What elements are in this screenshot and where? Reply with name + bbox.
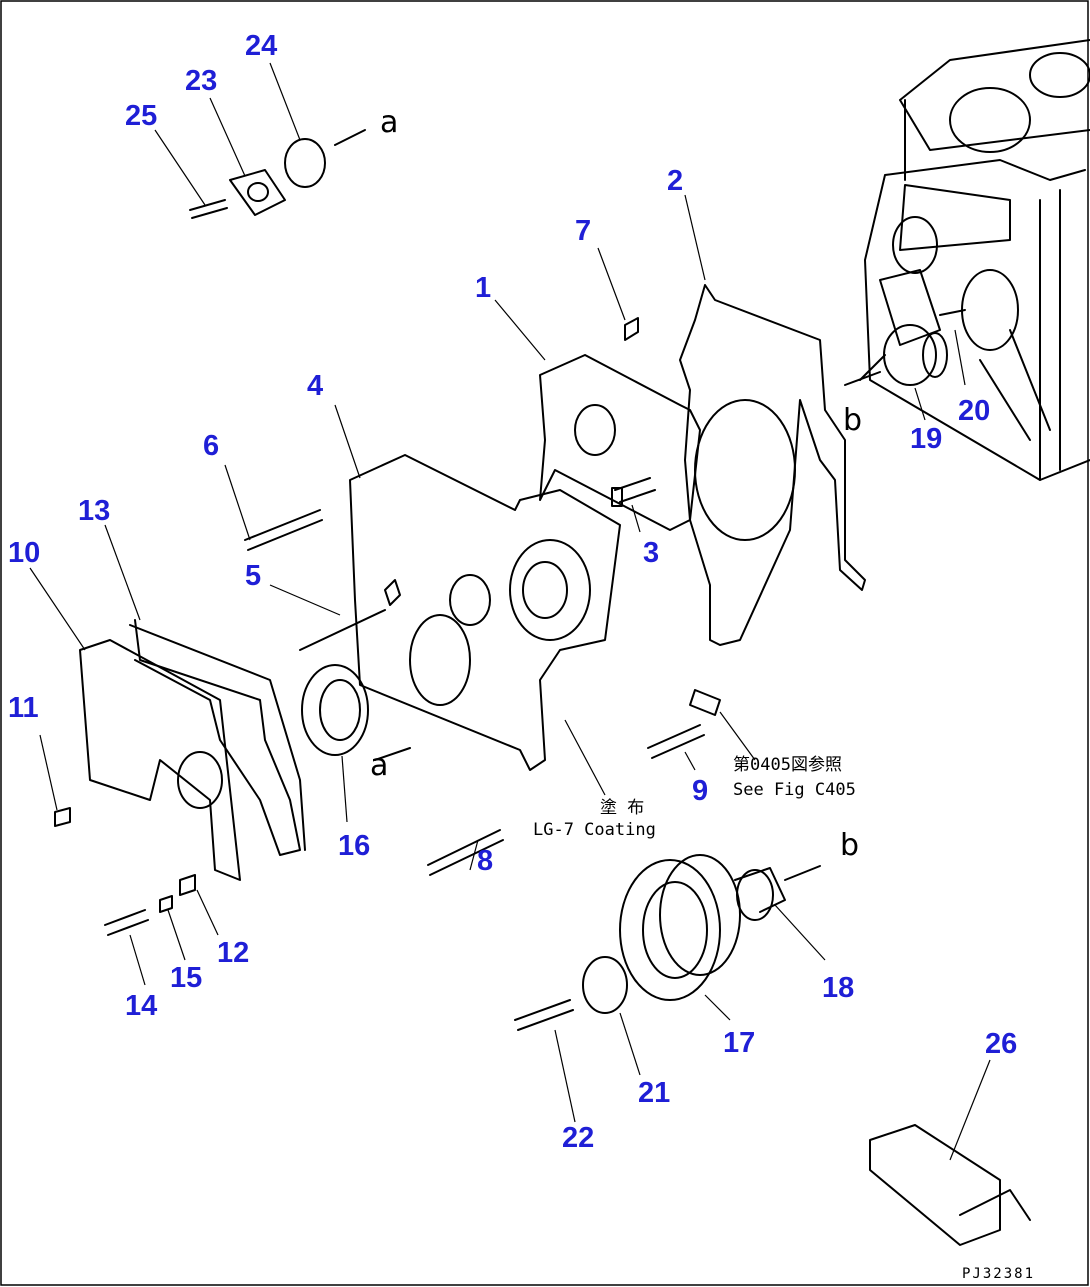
label-6: 6: [203, 430, 219, 462]
part-19-seal-drawing: [859, 324, 948, 386]
part-10-plate-drawing: [79, 639, 241, 881]
arrow-a-bottom: [374, 747, 411, 761]
arrow-a-top: [334, 129, 366, 146]
flow-letter-b-top: b: [843, 403, 862, 438]
label-26: 26: [985, 1028, 1017, 1060]
note-coating-en: LG-7 Coating: [533, 820, 656, 840]
part-21-washer-drawing: [582, 956, 628, 1014]
part-9-bolt-drawing: [647, 724, 705, 759]
label-23: 23: [185, 65, 217, 97]
part-6-bolt-drawing: [244, 509, 323, 551]
part-7-nut-drawing: [624, 317, 639, 341]
part-23-hole: [247, 182, 269, 202]
part-2-gasket-drawing: [679, 284, 866, 646]
note-coating-jp: 塗 布: [600, 797, 644, 818]
label-19: 19: [910, 423, 942, 455]
label-10: 10: [8, 537, 40, 569]
part-4-seal-bore-inner: [522, 561, 568, 619]
label-22: 22: [562, 1122, 594, 1154]
part-22-bolt-drawing: [514, 999, 574, 1031]
label-4: 4: [307, 370, 323, 402]
label-7: 7: [575, 215, 591, 247]
part-5-pin-shaft: [299, 609, 386, 651]
label-18: 18: [822, 972, 854, 1004]
part-1-hole: [574, 404, 616, 456]
part-4-large-hole: [409, 614, 471, 706]
part-13-gasket-drawing: [134, 619, 301, 856]
flow-letter-a-bottom: a: [370, 748, 388, 783]
part-15-washer-drawing: [159, 895, 173, 913]
label-11: 11: [8, 692, 39, 724]
part-17-gear-drawing: [619, 854, 741, 1001]
arrow-b-top: [844, 371, 881, 386]
label-15: 15: [170, 962, 202, 994]
part-20-pin-drawing: [939, 309, 966, 316]
label-20: 20: [958, 395, 990, 427]
part-25-bolt-drawing: [189, 199, 228, 219]
part-2-gasket-bore: [694, 399, 796, 541]
leader-lines: [29, 62, 991, 1161]
label-13: 13: [78, 495, 110, 527]
part-1-plate-drawing: [539, 354, 701, 531]
part-4-seal-bore: [509, 539, 591, 641]
label-21: 21: [638, 1077, 670, 1109]
part-26-tool-drawing: [869, 1124, 1031, 1246]
part-23-plate-drawing: [229, 169, 286, 216]
part-9-bracket-drawing: [689, 689, 721, 716]
label-17: 17: [723, 1027, 755, 1059]
figure-code: PJ32381: [962, 1266, 1035, 1282]
label-2: 2: [667, 165, 683, 197]
label-5: 5: [245, 560, 261, 592]
label-9: 9: [692, 775, 708, 807]
part-13-gasket-edge: [129, 624, 306, 851]
part-18-bushing-drawing: [734, 867, 786, 921]
part-11-nut-drawing: [54, 807, 71, 827]
label-24: 24: [245, 30, 277, 62]
part-14-bolt-drawing: [104, 909, 149, 936]
label-1: 1: [475, 272, 491, 304]
flow-letter-a-top: a: [380, 105, 398, 140]
label-25: 25: [125, 100, 157, 132]
arrow-b-bottom: [784, 865, 821, 881]
label-16: 16: [338, 830, 370, 862]
label-3: 3: [643, 537, 659, 569]
part-10-hole: [177, 751, 223, 809]
label-8: 8: [477, 845, 493, 877]
note-ref-jp: 第0405図参照: [733, 755, 842, 775]
part-8-bolt-drawing: [427, 829, 504, 876]
part-4-cover-drawing: [349, 454, 621, 771]
label-14: 14: [125, 990, 157, 1022]
flow-letter-b-bottom: b: [840, 828, 859, 863]
part-3-bolt-drawing: [611, 477, 656, 507]
note-ref-en: See Fig C405: [733, 780, 856, 800]
part-5-pin-drawing: [384, 579, 401, 606]
part-12-nut-drawing: [179, 874, 196, 896]
part-16-seal-drawing: [301, 664, 369, 756]
label-12: 12: [217, 937, 249, 969]
part-4-hole: [449, 574, 491, 626]
part-number-labels: 1 2 3 4 5 6 7 8 9 10 11 12 13 14 15 16 1…: [8, 30, 1017, 1154]
part-24-oring-drawing: [284, 138, 326, 188]
